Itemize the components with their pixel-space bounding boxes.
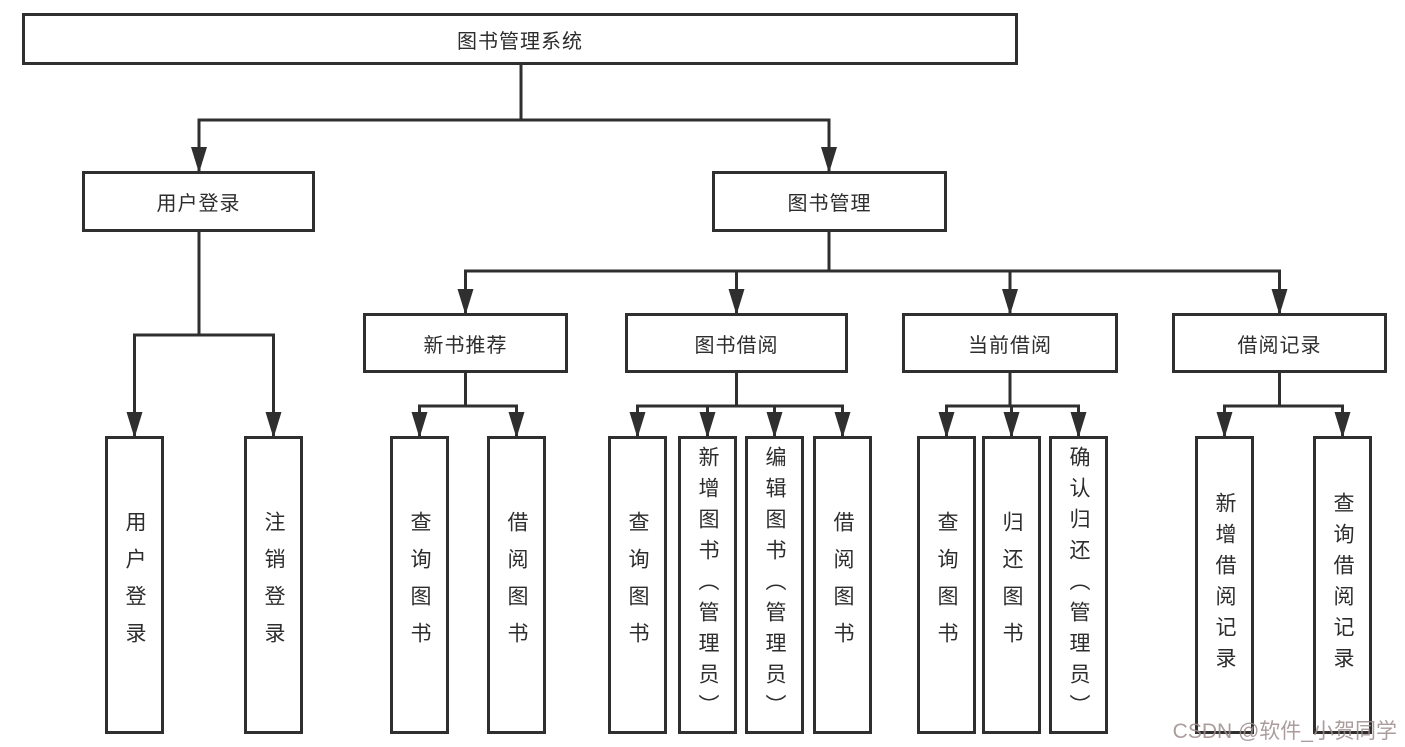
leaf-query-books-current: 查询图书 <box>917 436 976 734</box>
leaf-logout-login: 注销登录 <box>244 436 303 734</box>
node-current-borrow-label: 当前借阅 <box>968 334 1052 357</box>
leaf-query-borrow-record-label: 查询借阅记录 <box>1331 492 1354 678</box>
leaf-confirm-return-admin: 确认归还（管理员） <box>1049 436 1108 734</box>
node-new-book-recommend: 新书推荐 <box>363 313 568 373</box>
leaf-edit-book-admin-label: 编辑图书（管理员） <box>763 445 786 725</box>
leaf-borrow-books-label: 借阅图书 <box>831 511 854 659</box>
node-borrow-records-label: 借阅记录 <box>1237 334 1322 357</box>
leaf-borrow-books-recommend: 借阅图书 <box>487 436 546 734</box>
leaf-borrow-books-recommend-label: 借阅图书 <box>505 511 528 659</box>
node-root-system: 图书管理系统 <box>22 13 1018 65</box>
leaf-user-login-label: 用户登录 <box>123 511 146 659</box>
leaf-add-borrow-record: 新增借阅记录 <box>1195 436 1254 734</box>
node-book-management: 图书管理 <box>712 171 947 232</box>
leaf-return-book-label: 归还图书 <box>1000 511 1023 659</box>
leaf-add-book-admin: 新增图书（管理员） <box>678 436 737 734</box>
leaf-logout-login-label: 注销登录 <box>262 511 285 659</box>
csdn-watermark: CSDN @软件_小贺同学 <box>1172 720 1397 743</box>
leaf-query-books-recommend-label: 查询图书 <box>408 511 431 659</box>
leaf-add-borrow-record-label: 新增借阅记录 <box>1213 492 1236 678</box>
leaf-query-books-borrow-label: 查询图书 <box>626 511 649 659</box>
node-new-book-recommend-label: 新书推荐 <box>423 334 508 357</box>
leaf-return-book: 归还图书 <box>982 436 1041 734</box>
leaf-add-book-admin-label: 新增图书（管理员） <box>696 445 719 725</box>
leaf-confirm-return-admin-label: 确认归还（管理员） <box>1067 445 1090 725</box>
node-book-borrow: 图书借阅 <box>625 313 848 373</box>
leaf-borrow-books: 借阅图书 <box>813 436 872 734</box>
node-book-management-label: 图书管理 <box>787 193 872 215</box>
node-user-login-label: 用户登录 <box>156 193 241 215</box>
node-book-borrow-label: 图书借阅 <box>694 334 779 357</box>
node-current-borrow: 当前借阅 <box>902 313 1118 373</box>
leaf-query-books-current-label: 查询图书 <box>935 511 958 659</box>
leaf-edit-book-admin: 编辑图书（管理员） <box>745 436 804 734</box>
node-user-login: 用户登录 <box>82 171 315 232</box>
leaf-query-books-borrow: 查询图书 <box>608 436 667 734</box>
leaf-user-login: 用户登录 <box>105 436 164 734</box>
leaf-query-books-recommend: 查询图书 <box>390 436 449 734</box>
node-borrow-records: 借阅记录 <box>1172 313 1387 373</box>
node-root-label: 图书管理系统 <box>457 30 583 53</box>
leaf-query-borrow-record: 查询借阅记录 <box>1313 436 1372 734</box>
